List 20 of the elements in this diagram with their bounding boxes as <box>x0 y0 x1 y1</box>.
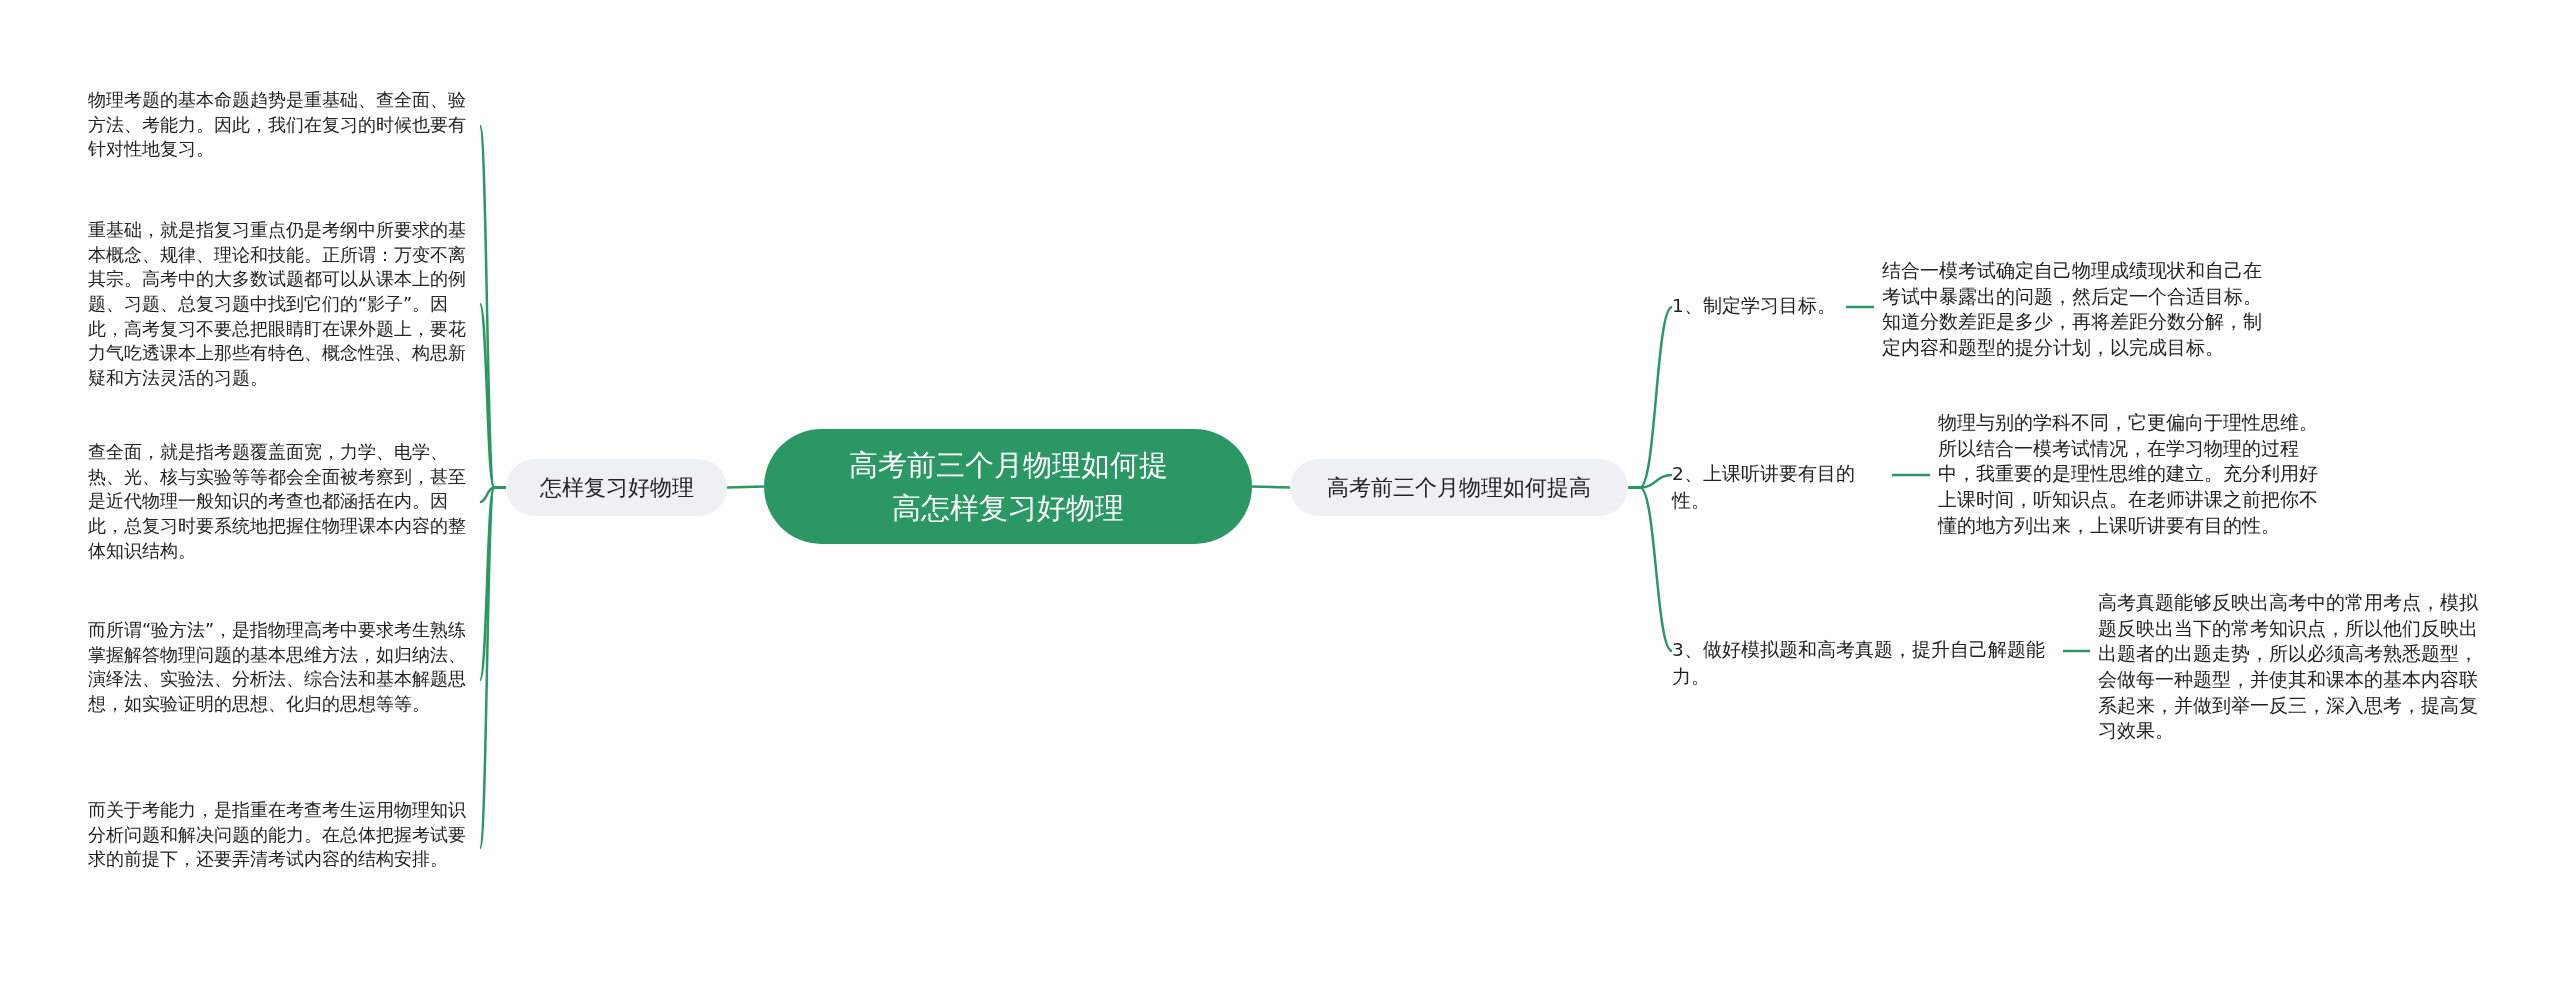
note-text: 高考真题能够反映出高考中的常用考点，模拟题反映出当下的常考知识点，所以他们反映出出题者的出题走势，所以必须高考熟悉题型，会做每一种题型，并使其和课本的基本内容联系起来，并做到举一反三，深入思考，提高复习效果。 <box>2098 590 2488 746</box>
connector-line <box>2063 649 2090 653</box>
connector-line <box>1628 486 1673 652</box>
topic-pill: 高考前三个月物理如何提高 <box>1290 459 1628 516</box>
note-text: 查全面，就是指考题覆盖面宽，力学、电学、热、光、核与实验等等都会全面被考察到，甚至是近代物理一般知识的考查也都涵括在内。因此，总复习时要系统地把握住物理课本内容的整体知识结构。 <box>88 440 480 564</box>
note-text: 而所谓“验方法”，是指物理高考中要求考生熟练掌握解答物理问题的基本思维方法，如归纳法、演绎法、实验法、分析法、综合法和基本解题思想，如实验证明的思想、化归的思想等等。 <box>88 618 480 742</box>
note-text: 结合一模考试确定自己物理成绩现状和自己在考试中暴露出的问题，然后定一个合适目标。知道分数差距是多少，再将差距分数分解，制定内容和题型的提分计划，以完成目标。 <box>1882 258 2272 362</box>
branch-label: 1、制定学习目标。 <box>1672 293 1840 321</box>
branch-label: 3、做好模拟题和高考真题，提升自己解题能力。 <box>1672 637 2057 691</box>
note-text: 物理考题的基本命题趋势是重基础、查全面、验方法、考能力。因此，我们在复习的时候也要有针对性地复习。 <box>88 88 480 164</box>
connector-line <box>1892 473 1930 477</box>
note-text: 重基础，就是指复习重点仍是考纲中所要求的基本概念、规律、理论和技能。正所谓：万变不离其宗。高考中的大多数试题都可以从课本上的例题、习题、总复习题中找到它们的“影子”。因此，高考复习不要总把眼睛盯在课外题上，要花力气吃透课本上那些有特色、概念性强、构思新疑和方法灵活的习题。 <box>88 218 480 391</box>
connector-line <box>1846 305 1874 309</box>
branch-label: 2、上课听讲要有目的性。 <box>1672 461 1886 515</box>
central-topic: 高考前三个月物理如何提高怎样复习好物理 <box>764 429 1252 544</box>
note-text: 物理与别的学科不同，它更偏向于理性思维。所以结合一模考试情况，在学习物理的过程中，我重要的是理性思维的建立。充分利用好上课时间，听知识点。在老师讲课之前把你不懂的地方列出来，上课听讲要有目的性。 <box>1938 410 2328 540</box>
topic-pill: 怎样复习好物理 <box>506 459 727 516</box>
connector-line <box>726 485 765 489</box>
note-text: 而关于考能力，是指重在考查考生运用物理知识分析问题和解决问题的能力。在总体把握考试要求的前提下，还要弄清考试内容的结构安排。 <box>88 798 480 898</box>
connector-line <box>1251 485 1291 489</box>
